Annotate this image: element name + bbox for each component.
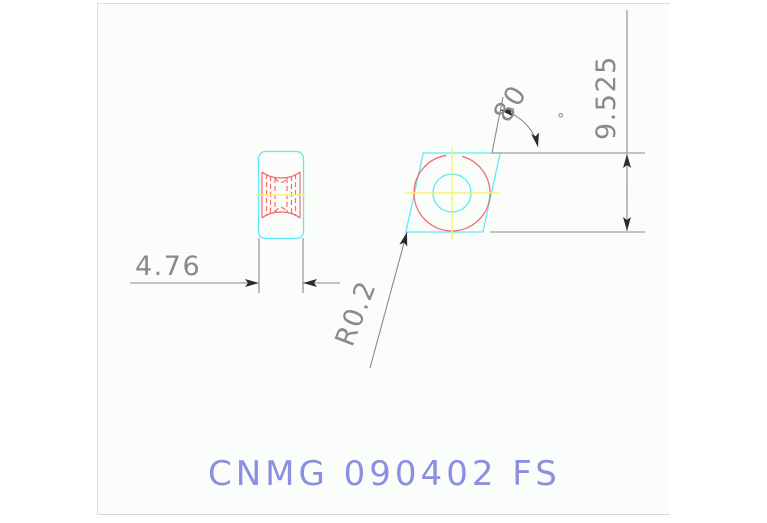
angle-arc bbox=[499, 108, 539, 148]
angle-leg-left bbox=[491, 96, 504, 154]
radius-leader-line bbox=[369, 231, 408, 369]
dimension-corner-angle: 80 ° bbox=[488, 80, 600, 154]
thickness-value: 4.76 bbox=[135, 251, 201, 282]
top-view-rhombus-outline bbox=[405, 152, 502, 233]
drawing-sheet bbox=[97, 3, 670, 515]
page-title: CNMG 090402 FS bbox=[208, 454, 561, 494]
dimension-thickness: 4.76 bbox=[130, 238, 340, 293]
side-view bbox=[256, 150, 306, 240]
degree-symbol: ° bbox=[557, 110, 565, 128]
corner-angle-value: 80 bbox=[488, 80, 534, 128]
top-view bbox=[405, 147, 502, 240]
dimension-corner-radius: R0.2 bbox=[330, 231, 408, 369]
inscribed-circle-value: 9.525 bbox=[591, 55, 622, 140]
dimension-inscribed-circle: 9.525 bbox=[490, 10, 645, 233]
corner-radius-value: R0.2 bbox=[330, 276, 383, 350]
